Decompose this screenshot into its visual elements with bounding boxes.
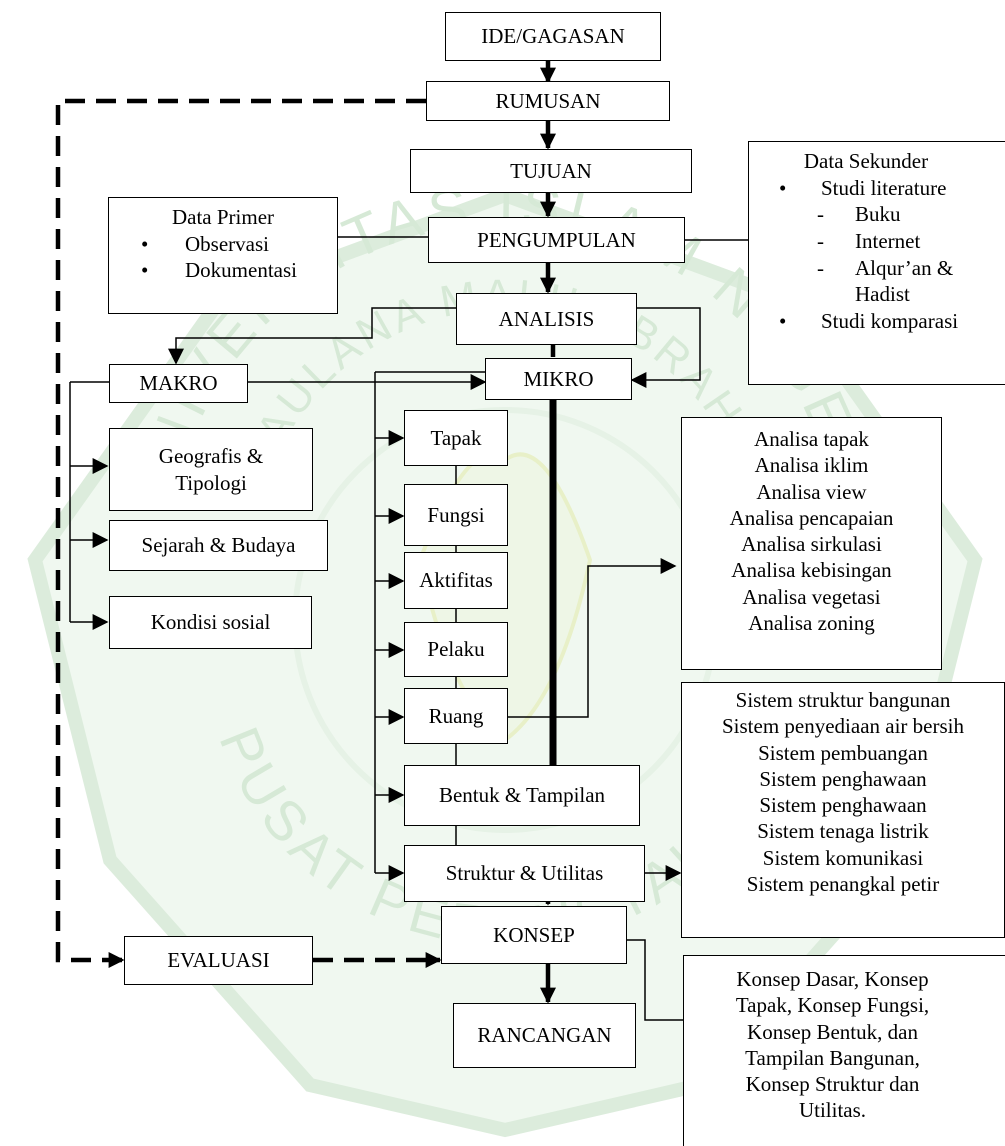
analisa-list-box: Analisa tapak Analisa iklim Analisa view… bbox=[681, 417, 942, 670]
sistem-item: Sistem penangkal petir bbox=[746, 871, 940, 896]
data-sekunder-title: Data Sekunder bbox=[803, 149, 929, 173]
data-sekunder-subitem: Hadist bbox=[855, 282, 910, 307]
dash-icon: - bbox=[817, 255, 824, 280]
evaluasi-box: EVALUASI bbox=[124, 936, 313, 985]
mikro-box: MIKRO bbox=[485, 358, 632, 400]
bullet-icon: • bbox=[141, 258, 149, 283]
data-sekunder-subitem: -Buku bbox=[817, 202, 901, 227]
analisa-item: Analisa sirkulasi bbox=[741, 532, 882, 556]
data-sekunder-subitem: -Internet bbox=[817, 228, 921, 253]
geografis-tipologi-label: Geografis & Tipologi bbox=[158, 444, 264, 495]
sejarah-budaya-box: Sejarah & Budaya bbox=[109, 520, 328, 571]
rumusan-box: RUMUSAN bbox=[426, 81, 670, 121]
konsep-item: Tapak, Konsep Fungsi, bbox=[735, 993, 930, 1018]
ruang-box: Ruang bbox=[404, 688, 508, 744]
bullet-icon: • bbox=[779, 308, 787, 333]
analisa-item: Analisa kebisingan bbox=[731, 558, 892, 583]
analisa-item: Analisa view bbox=[756, 479, 867, 504]
struktur-utilitas-box: Struktur & Utilitas bbox=[404, 845, 645, 902]
konsep-item: Konsep Bentuk, dan bbox=[747, 1019, 918, 1044]
sistem-item: Sistem penghawaan bbox=[759, 793, 927, 817]
line-konsep-list bbox=[627, 939, 683, 1021]
data-primer-item: •Dokumentasi bbox=[141, 258, 297, 283]
analisa-item: Analisa zoning bbox=[748, 610, 875, 635]
dash-icon: - bbox=[817, 228, 824, 253]
konsep-item: Tampilan Bangunan, bbox=[745, 1045, 920, 1070]
data-sekunder-item: •Studi literature bbox=[779, 175, 947, 200]
kondisi-sosial-box: Kondisi sosial bbox=[109, 596, 312, 649]
dashed-rumusan-evaluasi bbox=[55, 98, 426, 968]
konsep-item: Utilitas. bbox=[798, 1098, 867, 1123]
tapak-box: Tapak bbox=[404, 410, 508, 466]
sistem-item: Sistem struktur bangunan bbox=[735, 688, 951, 712]
sistem-item: Sistem tenaga listrik bbox=[757, 819, 929, 844]
rancangan-box: RANCANGAN bbox=[453, 1003, 636, 1068]
makro-box: MAKRO bbox=[109, 364, 248, 403]
tujuan-box: TUJUAN bbox=[410, 149, 692, 193]
konsep-list-box: Konsep Dasar, Konsep Tapak, Konsep Fungs… bbox=[683, 955, 1005, 1146]
bullet-icon: • bbox=[141, 231, 149, 256]
sistem-list-box: Sistem struktur bangunan Sistem penyedia… bbox=[681, 682, 1005, 938]
analisa-item: Analisa pencapaian bbox=[729, 505, 894, 530]
sistem-item: Sistem pembuangan bbox=[758, 740, 928, 765]
sistem-item: Sistem penghawaan bbox=[759, 766, 927, 791]
analisa-item: Analisa vegetasi bbox=[742, 584, 881, 609]
geografis-tipologi-box: Geografis & Tipologi bbox=[109, 428, 313, 511]
arrow-ruang-analisa bbox=[508, 558, 677, 718]
data-primer-item: •Observasi bbox=[141, 231, 269, 256]
konsep-box: KONSEP bbox=[441, 906, 627, 964]
data-primer-box: Data Primer •Observasi •Dokumentasi bbox=[108, 197, 338, 314]
pelaku-box: Pelaku bbox=[404, 622, 508, 677]
data-primer-title: Data Primer bbox=[171, 205, 275, 229]
data-sekunder-box: Data Sekunder •Studi literature -Buku -I… bbox=[748, 141, 1005, 385]
konsep-item: Konsep Struktur dan bbox=[745, 1072, 920, 1096]
ide-gagasan-box: IDE/GAGASAN bbox=[445, 12, 661, 61]
data-sekunder-item: •Studi komparasi bbox=[779, 308, 959, 333]
bullet-icon: • bbox=[779, 175, 787, 200]
fungsi-box: Fungsi bbox=[404, 484, 508, 546]
pengumpulan-box: PENGUMPULAN bbox=[428, 217, 685, 263]
analisa-item: Analisa iklim bbox=[754, 453, 869, 478]
konsep-item: Konsep Dasar, Konsep bbox=[736, 967, 929, 991]
dash-icon: - bbox=[817, 202, 824, 227]
sistem-item: Sistem komunikasi bbox=[762, 845, 924, 870]
analisis-box: ANALISIS bbox=[456, 293, 637, 345]
arrow-analisis-makro bbox=[168, 307, 456, 365]
data-sekunder-subitem: -Alqur’an & bbox=[817, 255, 954, 280]
aktifitas-box: Aktifitas bbox=[404, 552, 508, 609]
bentuk-tampilan-box: Bentuk & Tampilan bbox=[404, 765, 640, 826]
arrow-analisis-mikro bbox=[630, 307, 701, 388]
analisa-item: Analisa tapak bbox=[754, 427, 869, 451]
sistem-item: Sistem penyediaan air bersih bbox=[721, 714, 964, 739]
